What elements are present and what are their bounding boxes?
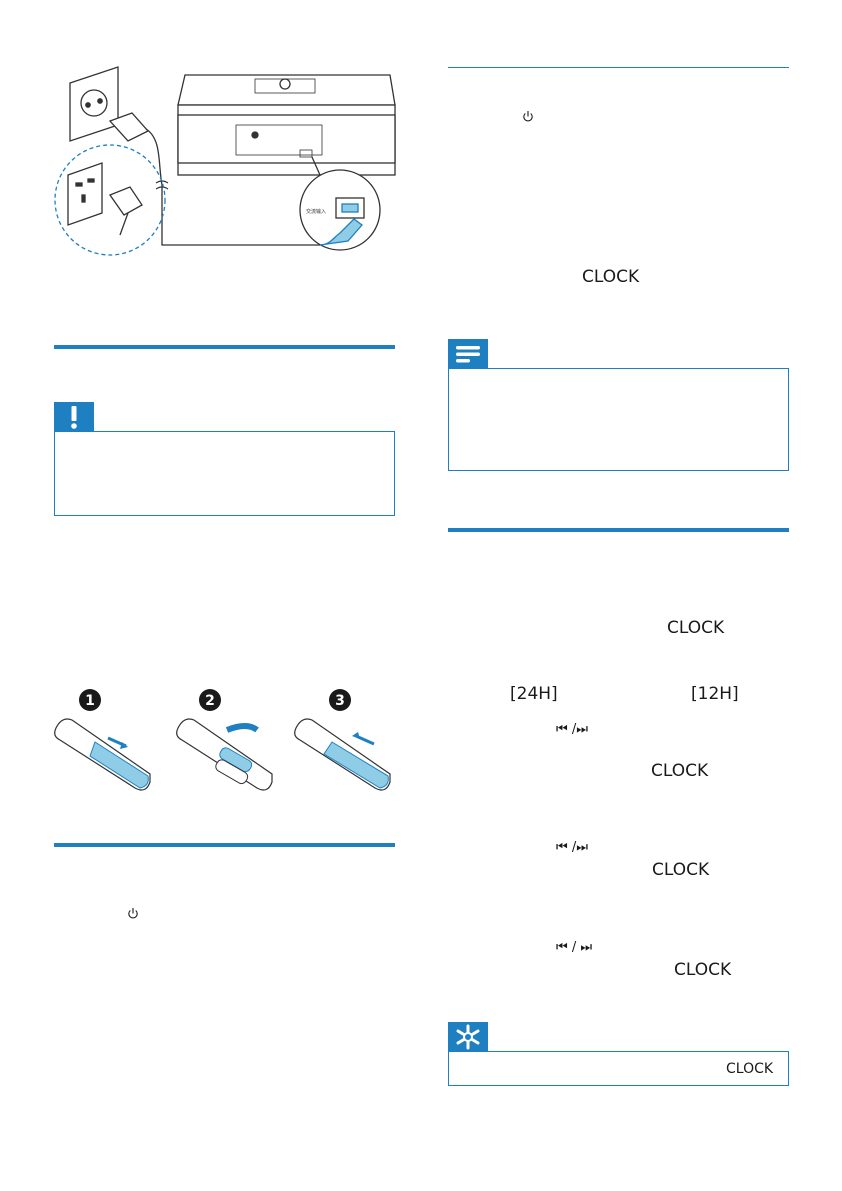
section-rule-right-2 [448, 528, 789, 532]
format-24h-label: [24H] [510, 684, 558, 704]
clock-button-label-3: CLOCK [652, 860, 710, 880]
clock-button-label-2: CLOCK [651, 761, 709, 781]
prev-next-icon: ⏮ / ⏭ [556, 940, 593, 955]
exclamation-icon [71, 406, 77, 429]
tip-clock-label: CLOCK [726, 1061, 774, 1077]
section-rule-left-1 [54, 345, 395, 349]
step-number-3: 3 [335, 693, 345, 709]
section-rule-right-top [448, 67, 789, 68]
step-number-2: 2 [205, 693, 215, 709]
step-number-1: 1 [85, 693, 95, 709]
step-number-2-icon: 2 [199, 689, 221, 711]
clock-button-label-top: CLOCK [582, 267, 640, 287]
socket-label: 交流输入 [306, 208, 326, 215]
clock-button-label-1: CLOCK [667, 618, 725, 638]
remote-close-cover-icon [294, 718, 391, 791]
tip-box [448, 1051, 789, 1086]
clock-button-label-4: CLOCK [674, 960, 732, 980]
power-icon [523, 111, 533, 122]
warning-box [54, 431, 395, 516]
battery-steps: 1 2 3 [50, 688, 400, 798]
note-box [448, 368, 789, 471]
prev-next-icon: ⏮ /⏭ [556, 722, 588, 737]
section-rule-left-2 [54, 843, 395, 847]
step-number-3-icon: 3 [329, 689, 351, 711]
format-12h-label: [12H] [691, 684, 739, 704]
power-icon [128, 908, 138, 919]
note-lines-icon [456, 346, 480, 363]
asterisk-star-icon [456, 1024, 480, 1050]
power-connection-illustration: 交流输入 [54, 66, 396, 256]
remote-insert-batteries-icon [176, 718, 273, 791]
prev-next-icon: ⏮ /⏭ [556, 840, 588, 855]
step-number-1-icon: 1 [79, 689, 101, 711]
remote-open-cover-icon [54, 718, 151, 791]
